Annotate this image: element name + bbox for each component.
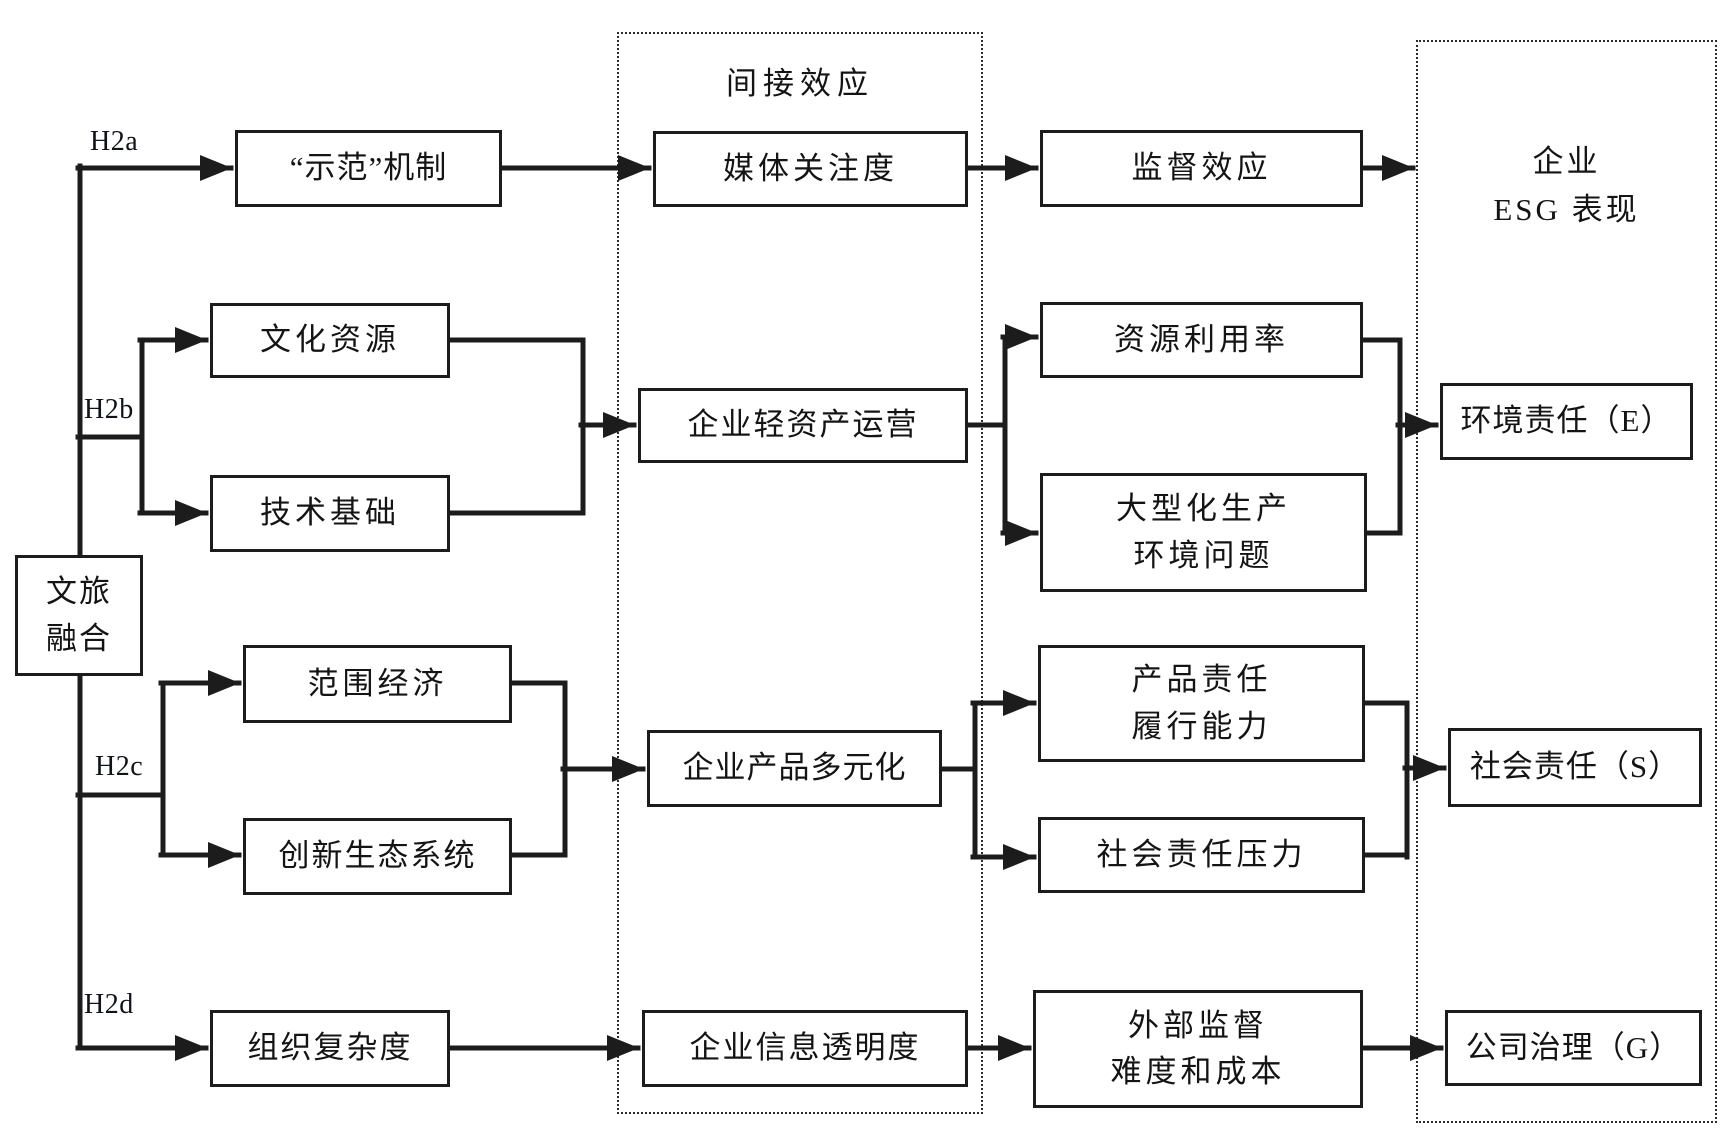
- node-demonstration-mechanism: “示范”机制: [235, 130, 502, 207]
- node-line: 难度和成本: [1110, 1054, 1286, 1089]
- node-line: 履行能力: [1131, 708, 1272, 744]
- hypothesis-label-h2b: H2b: [84, 394, 134, 425]
- hypothesis-label-h2d: H2d: [84, 989, 134, 1020]
- node-social-responsibility: 社会责任（S）: [1448, 728, 1702, 807]
- node-social-responsibility-pressure: 社会责任压力: [1038, 817, 1365, 893]
- node-line: 企业轻资产运营: [687, 407, 919, 443]
- node-line: 公司治理（G）: [1465, 1029, 1682, 1065]
- node-line: “示范”机制: [289, 150, 448, 186]
- node-external-supervision: 外部监督 难度和成本: [1033, 990, 1363, 1108]
- node-media-attention: 媒体关注度: [653, 131, 968, 207]
- node-line: 资源利用率: [1114, 321, 1289, 357]
- node-asset-light-operation: 企业轻资产运营: [638, 388, 968, 463]
- node-resource-utilization: 资源利用率: [1040, 302, 1363, 378]
- node-line: 企业信息透明度: [689, 1030, 921, 1066]
- node-organizational-complexity: 组织复杂度: [210, 1010, 450, 1087]
- node-product-diversification: 企业产品多元化: [647, 730, 942, 807]
- node-line: 社会责任（S）: [1469, 749, 1681, 785]
- node-economies-of-scope: 范围经济: [243, 645, 512, 723]
- node-innovation-ecosystem: 创新生态系统: [243, 818, 512, 895]
- node-supervision-effect: 监督效应: [1040, 130, 1363, 207]
- indirect-effects-group-frame: [617, 32, 983, 1114]
- hypothesis-label-h2c: H2c: [95, 751, 144, 782]
- node-line: 组织复杂度: [247, 1030, 413, 1066]
- node-line: 范围经济: [307, 665, 448, 701]
- node-line: 媒体关注度: [723, 150, 898, 186]
- esg-performance-group-title: 企业 ESG 表现: [1416, 138, 1717, 234]
- node-line: 企业产品多元化: [682, 750, 907, 786]
- node-large-scale-production: 大型化生产 环境问题: [1040, 473, 1367, 592]
- node-line: 环境问题: [1133, 537, 1274, 573]
- esg-title-line2: ESG 表现: [1493, 192, 1640, 228]
- node-culture-tourism-integration: 文旅 融合: [15, 555, 143, 676]
- node-line: 社会责任压力: [1096, 836, 1307, 872]
- node-line: 文旅: [46, 574, 112, 609]
- node-line: 创新生态系统: [278, 838, 477, 874]
- node-line: 大型化生产: [1116, 491, 1291, 526]
- esg-title-line1: 企业: [1532, 144, 1601, 179]
- node-information-transparency: 企业信息透明度: [642, 1010, 968, 1087]
- node-line: 产品责任: [1131, 662, 1272, 697]
- node-technical-foundation: 技术基础: [210, 475, 450, 552]
- node-line: 技术基础: [260, 495, 400, 531]
- node-cultural-resources: 文化资源: [210, 303, 450, 378]
- node-product-responsibility: 产品责任 履行能力: [1038, 645, 1365, 762]
- node-environmental-responsibility: 环境责任（E）: [1440, 383, 1693, 460]
- node-corporate-governance: 公司治理（G）: [1445, 1010, 1702, 1086]
- node-line: 融合: [46, 620, 112, 656]
- hypothesis-label-h2a: H2a: [90, 126, 139, 157]
- node-line: 文化资源: [260, 322, 400, 358]
- node-line: 监督效应: [1131, 150, 1272, 186]
- node-line: 外部监督: [1128, 1007, 1268, 1043]
- indirect-effects-group-label: 间接效应: [726, 66, 874, 101]
- esg-performance-group-frame: [1416, 40, 1717, 1123]
- node-line: 环境责任（E）: [1460, 403, 1673, 439]
